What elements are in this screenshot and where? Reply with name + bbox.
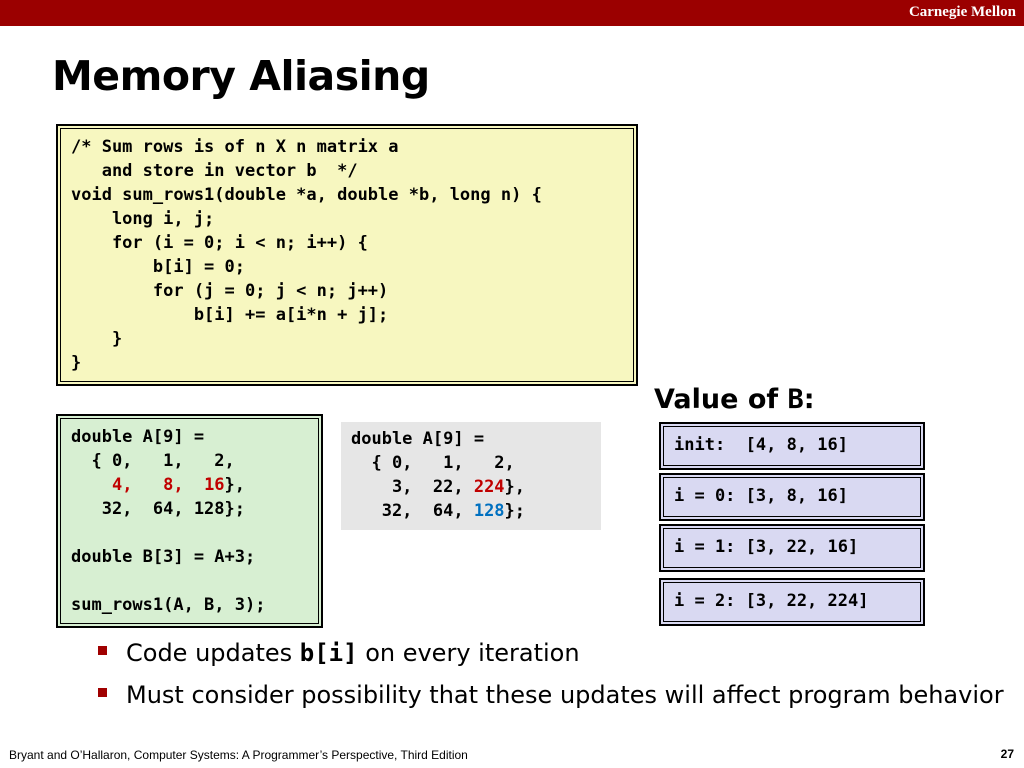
value-box-i0: i = 0: [3, 8, 16] xyxy=(659,473,925,521)
value-heading-var: B xyxy=(787,384,804,415)
code-sum-rows-text: /* Sum rows is of n X n matrix a and sto… xyxy=(71,137,542,373)
code-line: 32, 64, 128}; xyxy=(71,499,245,519)
page-number: 27 xyxy=(1000,747,1014,761)
bullet-square-icon xyxy=(98,646,107,655)
bullet-item: Code updates b[i] on every iteration xyxy=(96,636,1004,678)
footer-citation: Bryant and O’Hallaron, Computer Systems:… xyxy=(9,748,468,762)
code-line-indent xyxy=(71,475,112,495)
code-line: double B[3] = A+3; xyxy=(71,547,256,567)
code-block-array-example: double A[9] = { 0, 1, 2, 4, 8, 16}, 32, … xyxy=(56,414,323,628)
code-block-array-after: double A[9] = { 0, 1, 2, 3, 22, 224}, 32… xyxy=(341,422,601,530)
code-block-sum-rows: /* Sum rows is of n X n matrix a and sto… xyxy=(56,124,638,386)
code-line: { 0, 1, 2, xyxy=(351,453,515,473)
code-array-text: double A[9] = { 0, 1, 2, 4, 8, 16}, 32, … xyxy=(71,425,308,617)
value-heading: Value of B: xyxy=(654,384,815,415)
highlighted-value-red: 224 xyxy=(473,477,505,497)
slide-title: Memory Aliasing xyxy=(52,52,430,100)
bullet-inline-code: b[i] xyxy=(299,639,358,667)
code-line: { 0, 1, 2, xyxy=(71,451,235,471)
code-line-end: }; xyxy=(504,501,526,521)
code-line: sum_rows1(A, B, 3); xyxy=(71,595,266,615)
value-heading-colon: : xyxy=(803,384,815,415)
code-line: double A[9] = xyxy=(351,429,485,449)
value-box-init: init: [4, 8, 16] xyxy=(659,422,925,470)
bullet-text: Code updates xyxy=(126,639,300,667)
value-heading-text: Value of xyxy=(654,384,788,415)
code-line: 32, 64, xyxy=(351,501,474,521)
code-line-end: }, xyxy=(224,475,246,495)
highlighted-value-blue: 128 xyxy=(473,501,505,521)
bullet-square-icon xyxy=(98,688,107,697)
bullet-list: Code updates b[i] on every iteration Mus… xyxy=(96,636,1004,720)
code-line: double A[9] = xyxy=(71,427,205,447)
code-line: 3, 22, xyxy=(351,477,474,497)
brand-label: Carnegie Mellon xyxy=(908,4,1016,20)
code-line-end: }, xyxy=(504,477,526,497)
value-box-i1: i = 1: [3, 22, 16] xyxy=(659,524,925,572)
bullet-item: Must consider possibility that these upd… xyxy=(96,678,1004,720)
value-box-i2: i = 2: [3, 22, 224] xyxy=(659,578,925,626)
highlighted-values: 4, 8, 16 xyxy=(111,475,225,495)
bullet-text: on every iteration xyxy=(357,639,580,667)
header-bar: Carnegie Mellon xyxy=(0,0,1024,26)
code-array-after-text: double A[9] = { 0, 1, 2, 3, 22, 224}, 32… xyxy=(351,427,591,523)
bullet-text: Must consider possibility that these upd… xyxy=(126,681,1004,709)
